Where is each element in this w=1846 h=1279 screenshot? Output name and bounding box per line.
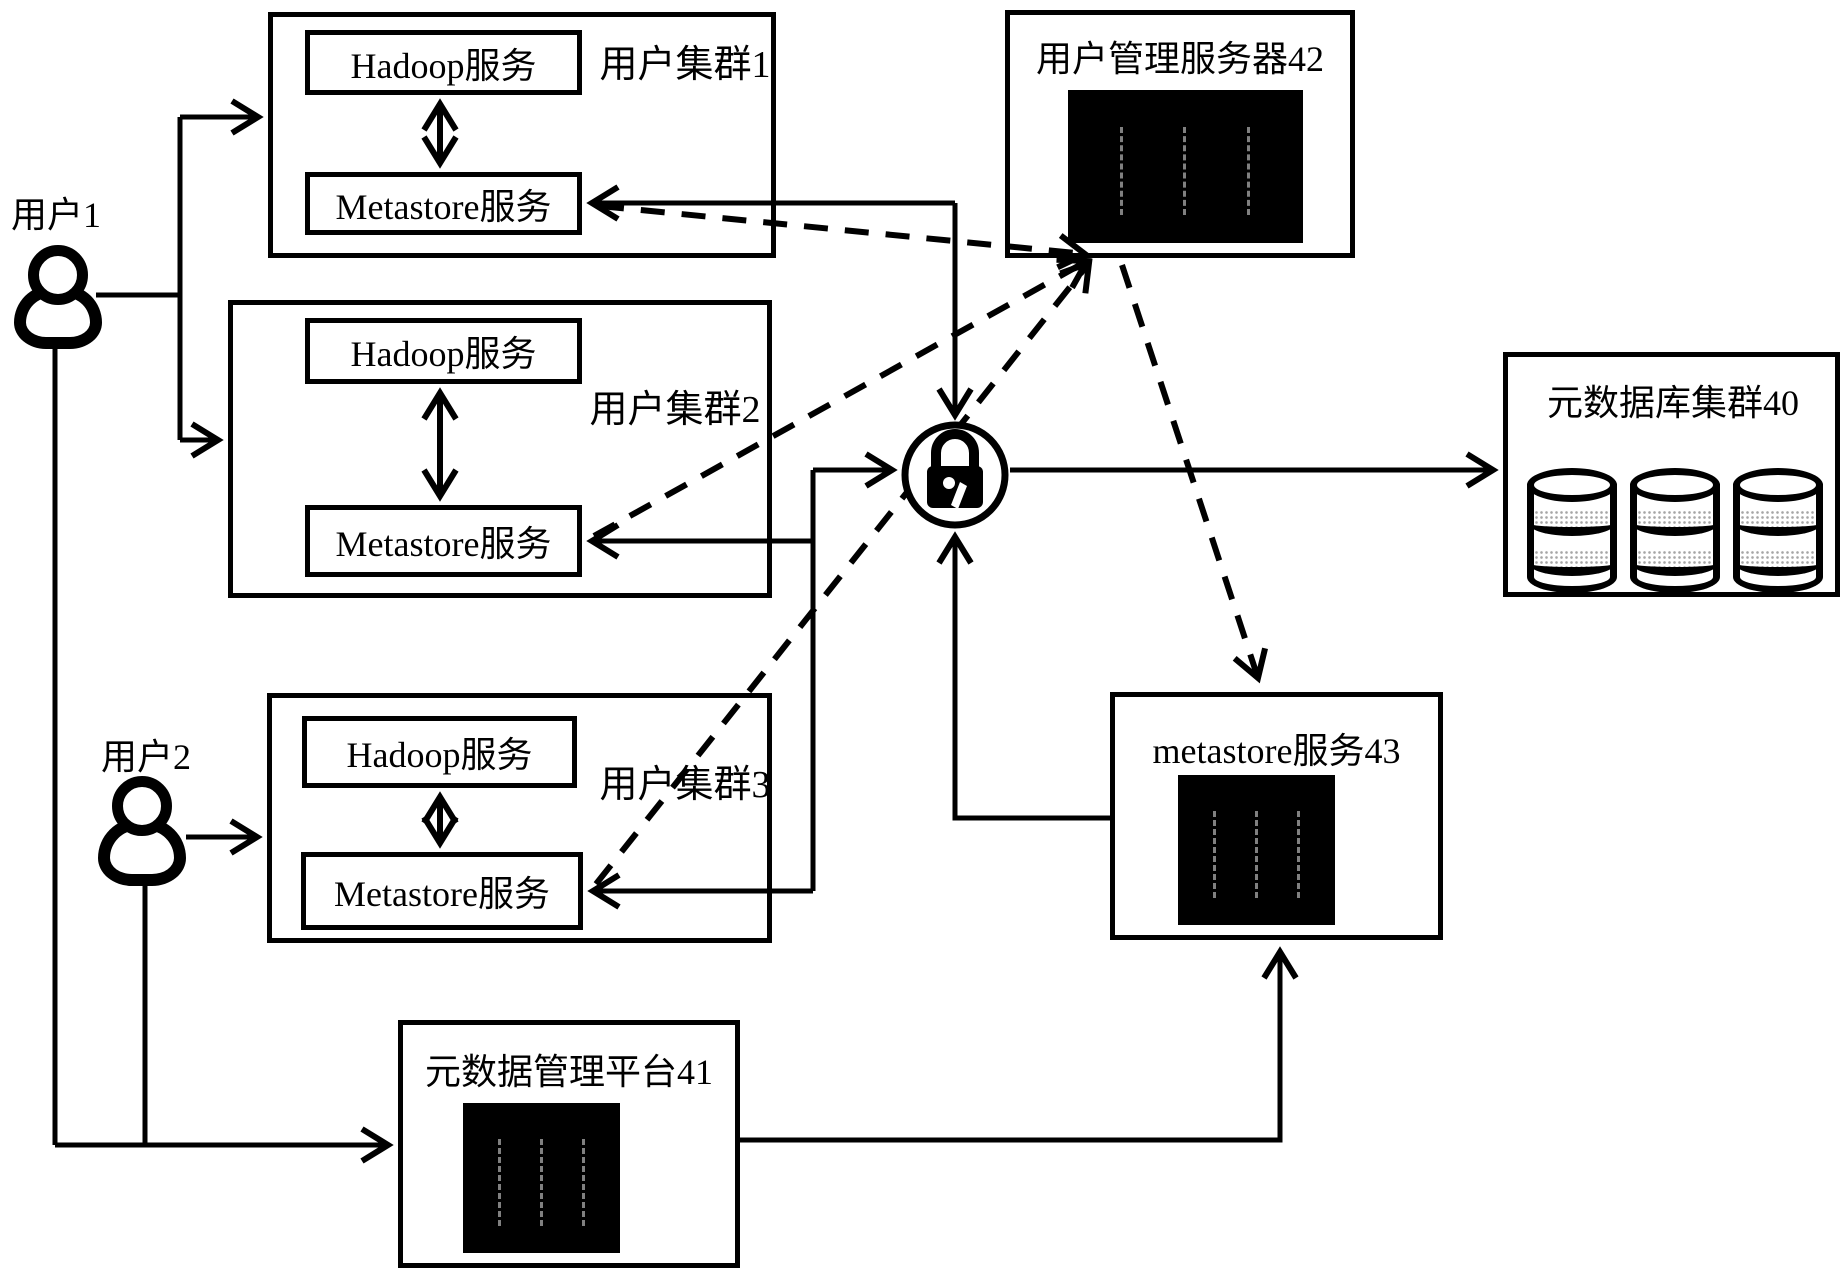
padlock-icon — [901, 421, 1009, 529]
cluster1-title: 用户集群1 — [599, 44, 771, 86]
person-icon — [14, 245, 102, 349]
cluster3-title: 用户集群3 — [599, 764, 771, 806]
cluster3-hadoop-service-label: Hadoop服务 — [346, 735, 533, 775]
server-icon — [1178, 775, 1335, 925]
server-icon — [463, 1103, 620, 1253]
server-icon — [1068, 90, 1303, 243]
cluster1-metastore-service-label: Metastore服务 — [335, 186, 552, 227]
cluster1-hadoop-service-box: Hadoop服务 — [305, 30, 582, 95]
user1-label: 用户1 — [10, 195, 101, 235]
arrow-platform41-to-metastore43 — [740, 946, 1299, 1143]
cluster2-hadoop-service-box: Hadoop服务 — [305, 318, 582, 384]
cluster3-hadoop-service-box: Hadoop服务 — [302, 716, 577, 788]
cluster2-hadoop-service-label: Hadoop服务 — [350, 334, 537, 374]
dashed-server42-to-metastore43 — [1119, 264, 1268, 684]
database-cylinder-icon — [1630, 468, 1720, 593]
arrow-trunk-into-lock-bottom — [936, 531, 1105, 821]
cluster1-metastore-service-box: Metastore服务 — [305, 172, 582, 235]
cluster3-metastore-service-label: Metastore服务 — [334, 874, 550, 914]
user-mgmt-server42-title: 用户管理服务器42 — [1035, 39, 1324, 79]
database-cylinder-icon — [1733, 468, 1823, 593]
cluster2-metastore-service-box: Metastore服务 — [305, 505, 582, 577]
metadata-db-cluster40-title: 元数据库集群40 — [1546, 383, 1799, 423]
metastore-service43-title: metastore服务43 — [1152, 731, 1401, 771]
database-cylinder-icon — [1527, 468, 1617, 593]
cluster2-title: 用户集群2 — [589, 389, 761, 431]
cluster1-hadoop-service-label: Hadoop服务 — [350, 45, 537, 86]
metadata-platform41-title: 元数据管理平台41 — [424, 1052, 713, 1092]
cluster2-metastore-service-label: Metastore服务 — [335, 524, 552, 564]
person-icon — [98, 776, 186, 886]
cluster3-metastore-service-box: Metastore服务 — [301, 852, 583, 930]
user2-label: 用户2 — [100, 737, 191, 777]
